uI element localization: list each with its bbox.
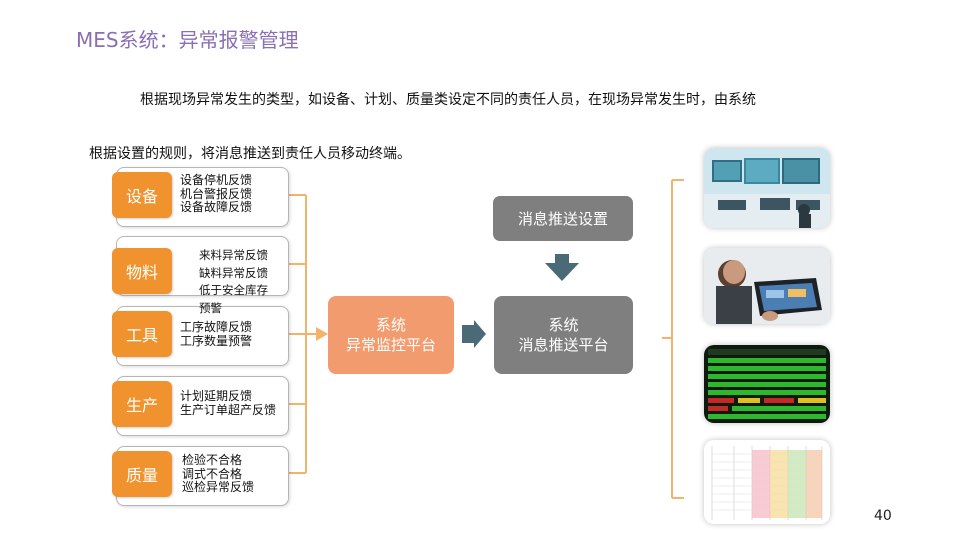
push-platform-line1: 系统 — [548, 316, 579, 334]
right-arrow-icon — [462, 320, 486, 348]
intro-text-line1: 根据现场异常发生的类型，如设备、计划、质量类设定不同的责任人员，在现场异常发生时… — [140, 92, 756, 108]
list-item: 计划延期反馈 — [180, 389, 253, 403]
list-item: 检验不合格 — [182, 453, 243, 467]
category-material: 物料 — [112, 248, 172, 294]
list-item: 调式不合格 — [182, 466, 243, 481]
category-production: 生产 — [112, 381, 172, 427]
push-settings-box: 消息推送设置 — [493, 196, 633, 241]
category-tools-items: 工序故障反馈 工序数量预警 — [180, 320, 253, 348]
list-item: 工序故障反馈 — [180, 320, 253, 334]
list-item: 预警 — [199, 300, 222, 315]
page-title: MES系统：异常报警管理 — [76, 28, 299, 52]
list-item: 设备停机反馈 — [180, 173, 253, 187]
monitor-platform-box: 系统 异常监控平台 — [328, 296, 454, 374]
status-board-image — [704, 345, 830, 423]
push-platform-line2: 消息推送平台 — [518, 336, 609, 354]
intro-text-line2: 根据设置的规则，将消息推送到责任人员移动终端。 — [89, 146, 411, 162]
category-quality-items: 检验不合格 调式不合格 巡检异常反馈 — [182, 453, 255, 495]
tablet-user-image — [704, 248, 830, 324]
page-number: 40 — [874, 508, 892, 524]
category-material-items: 来料异常反馈 缺料异常反馈 低于安全库存 预警 — [199, 247, 268, 317]
list-item: 巡检异常反馈 — [182, 480, 255, 494]
list-item: 生产订单超产反馈 — [180, 402, 277, 417]
monitor-platform-line1: 系统 — [375, 316, 406, 334]
category-production-items: 计划延期反馈 生产订单超产反馈 — [180, 389, 277, 417]
list-item: 低于安全库存 — [199, 283, 268, 297]
spreadsheet-image — [704, 440, 830, 524]
monitor-platform-line2: 异常监控平台 — [345, 336, 436, 354]
down-arrow-icon — [545, 254, 579, 281]
list-item: 设备故障反馈 — [180, 200, 253, 214]
list-item: 来料异常反馈 — [199, 248, 268, 262]
push-platform-box: 系统 消息推送平台 — [494, 296, 633, 374]
category-equipment-items: 设备停机反馈 机台警报反馈 设备故障反馈 — [180, 173, 253, 215]
category-quality: 质量 — [112, 451, 172, 497]
list-item: 工序数量预警 — [180, 333, 253, 348]
category-equipment: 设备 — [112, 172, 172, 218]
category-tools: 工具 — [112, 311, 172, 357]
control-room-image — [704, 148, 830, 228]
list-item: 机台警报反馈 — [180, 186, 253, 201]
list-item: 缺料异常反馈 — [199, 265, 268, 280]
